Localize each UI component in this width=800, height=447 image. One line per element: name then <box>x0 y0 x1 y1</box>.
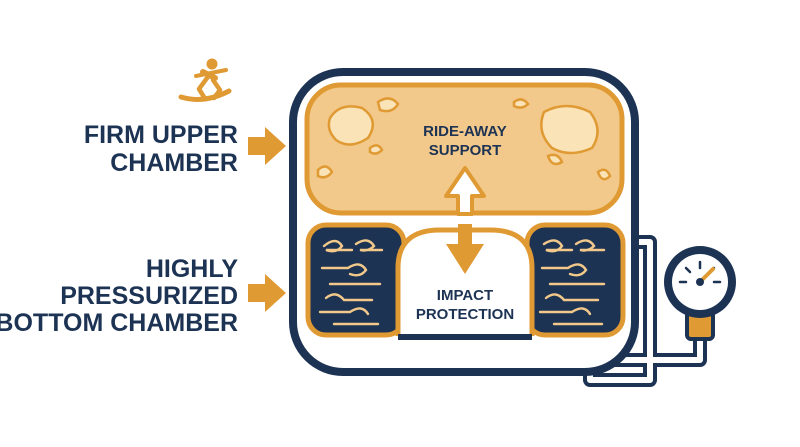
upper-chamber-texture <box>316 97 612 181</box>
snowboarder-icon <box>178 58 232 102</box>
upper-label-line1: FIRM UPPER <box>84 121 238 149</box>
impact-label-line2: PROTECTION <box>416 306 514 323</box>
upper-pointer-arrow <box>248 127 286 165</box>
upper-label-line2: CHAMBER <box>110 149 238 177</box>
lower-label-line3: BOTTOM CHAMBER <box>0 309 238 337</box>
lower-label-line2: PRESSURIZED <box>60 282 238 310</box>
ride-away-support-label: RIDE-AWAY SUPPORT <box>423 123 507 159</box>
upper-chamber-label: FIRM UPPER CHAMBER <box>84 121 238 177</box>
pressure-hose <box>583 235 707 387</box>
ride-label-line1: RIDE-AWAY <box>423 123 507 140</box>
impact-protection-label: IMPACT PROTECTION <box>416 287 514 323</box>
pressure-gauge-icon <box>664 246 736 341</box>
air-swirl-icon <box>318 239 606 326</box>
down-arrow-icon <box>446 224 484 274</box>
lower-pointer-arrow <box>248 274 286 312</box>
ride-label-line2: SUPPORT <box>429 142 502 159</box>
bottom-chamber-label: HIGHLY PRESSURIZED BOTTOM CHAMBER <box>0 255 238 337</box>
lower-label-line1: HIGHLY <box>146 255 238 283</box>
up-arrow-icon <box>444 166 486 216</box>
impact-label-line1: IMPACT <box>437 287 493 304</box>
